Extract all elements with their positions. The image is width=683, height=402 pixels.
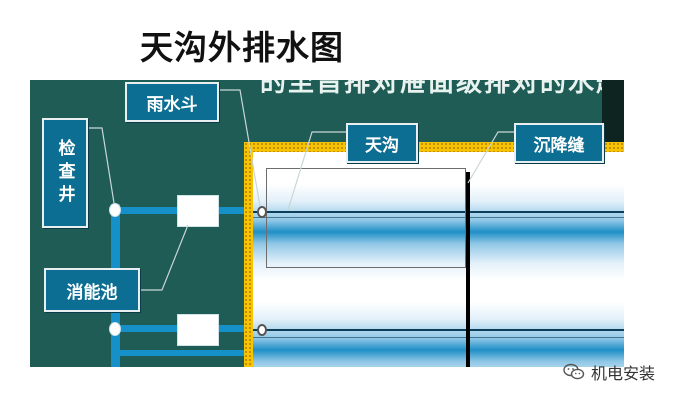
label-inspection-well: 检查井 — [42, 118, 88, 228]
gutter-line-upper — [253, 211, 624, 213]
leader-energy-pool — [140, 224, 189, 291]
gutter-line-upper-2 — [253, 217, 624, 218]
branch-pipe-bottom — [120, 350, 244, 356]
settlement-joint-line — [466, 172, 470, 367]
inspection-well-node-upper — [109, 203, 121, 217]
leader-gutter — [287, 131, 346, 211]
label-rain-hopper: 雨水斗 — [125, 82, 219, 122]
wechat-icon — [563, 363, 585, 380]
building-interior — [253, 152, 624, 367]
rain-hopper-outlet-upper — [257, 206, 267, 218]
inspection-well-node-lower — [109, 322, 121, 336]
page-title: 天沟外排水图 — [140, 28, 344, 67]
leader-inspection-well — [88, 127, 115, 204]
energy-dissipation-box-upper — [177, 195, 219, 227]
leader-settlement-joint — [467, 131, 514, 184]
label-energy-dissipation-pool: 消能池 — [44, 268, 140, 312]
gutter-line-lower-2 — [253, 337, 624, 338]
cropped-top-text: 的至旨排对屉面级排对的水题。 — [260, 80, 624, 98]
leader-rain-hopper — [219, 89, 261, 207]
gutter-band-lower — [253, 302, 624, 367]
label-settlement-joint: 沉降缝 — [514, 123, 604, 163]
energy-dissipation-box-lower — [177, 314, 219, 346]
watermark: 机电安装 — [563, 360, 655, 384]
gutter-band-upper — [253, 184, 624, 280]
label-gutter: 天沟 — [346, 123, 418, 163]
gutter-line-lower — [253, 329, 624, 331]
watermark-text: 机电安装 — [591, 364, 656, 383]
room-outline — [266, 168, 466, 268]
leader-lines — [88, 89, 514, 291]
diagram-board: 的至旨排对屉面级排对的水题。 雨水斗 检查井 天沟 沉降缝 消能池 — [30, 80, 624, 367]
rain-hopper-outlet-lower — [257, 324, 267, 336]
